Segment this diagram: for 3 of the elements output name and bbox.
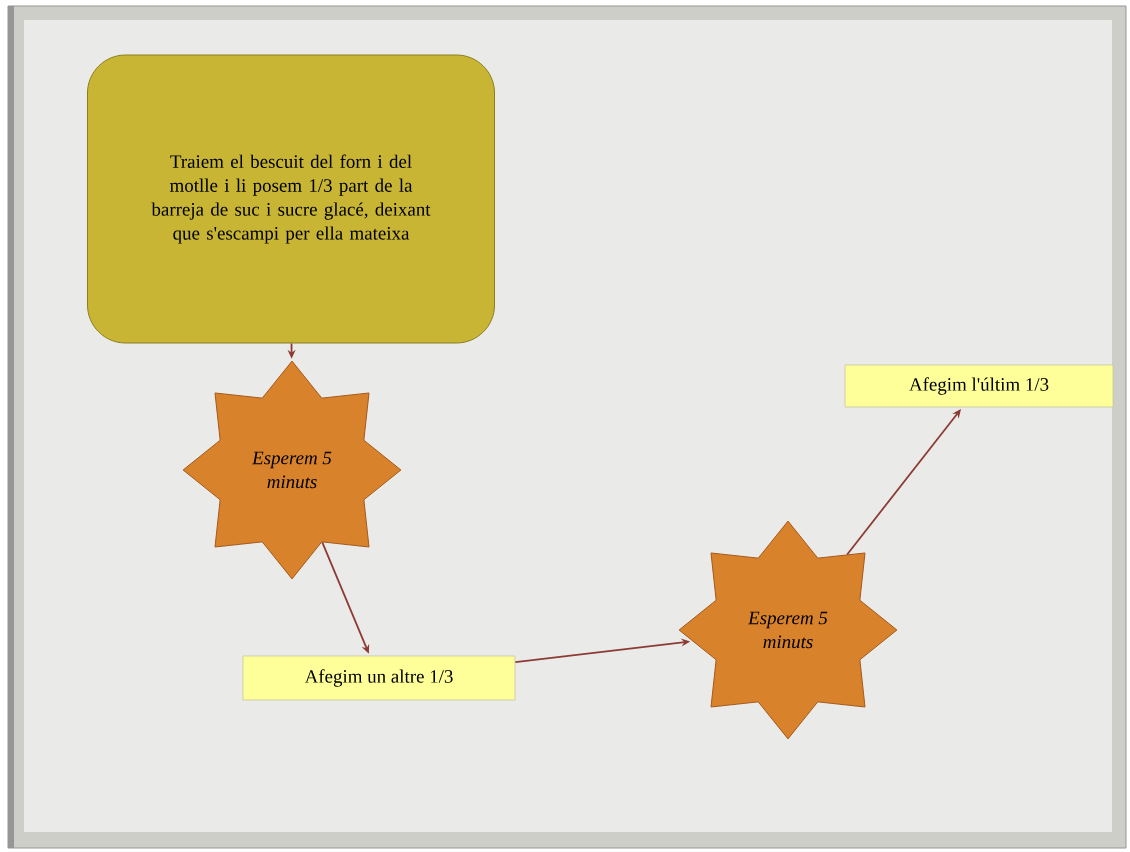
process-box: Traiem el bescuit del forn i del motlle i li posem 1/3 part de la barreja de suc i sucre glacé, deixant que s'escampi per ella mateixa (87, 54, 495, 344)
note-box: Afegim un altre 1/3 (242, 655, 516, 701)
note-box: Afegim l'últim 1/3 (844, 364, 1114, 408)
